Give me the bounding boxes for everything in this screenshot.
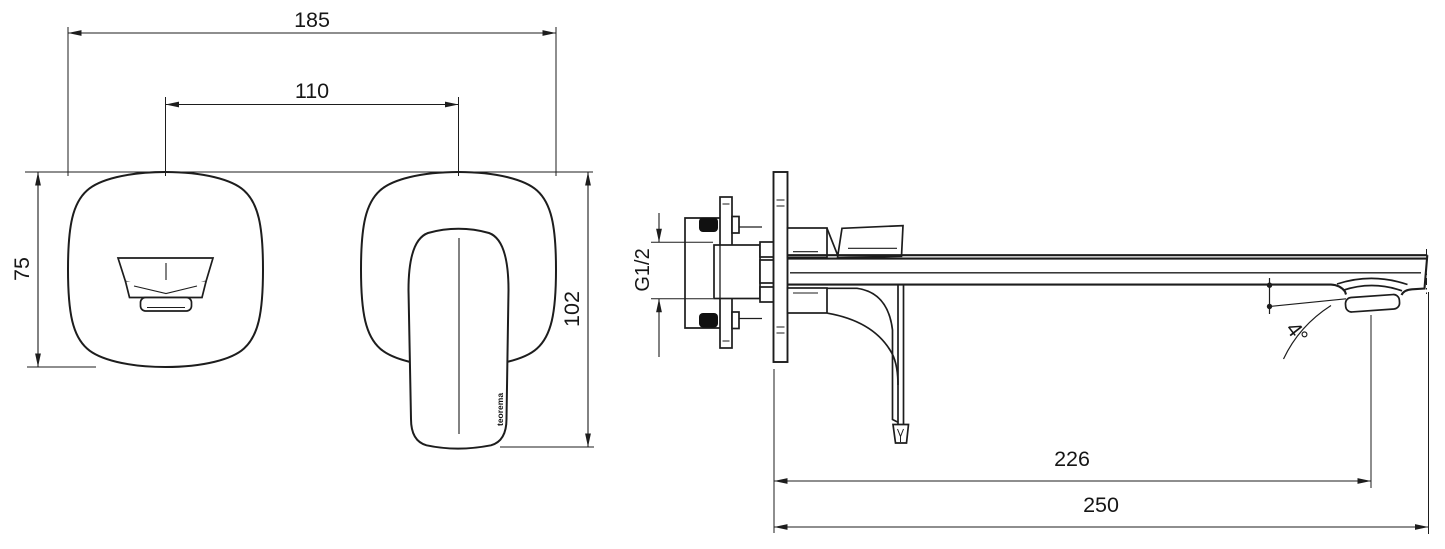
dim-inlet-thread: G1/2 [632,213,713,357]
dim-label-102: 102 [560,291,584,327]
dim-label-250: 250 [1083,493,1119,517]
side-view [684,171,1429,444]
handle-plate-front: teorema [359,170,558,450]
spout-side [787,249,1429,313]
spout-plate-front [66,170,265,369]
dim-label-75: 75 [10,257,34,281]
bracket-tab-bottom [731,311,740,330]
dimensions: 185 110 75 102 G1/2 [10,8,1429,534]
cartridge-block [713,244,761,300]
dim-spout-reach: 226 [773,315,1372,533]
dim-overall-depth: 250 [774,292,1429,534]
dim-label-4deg: 4° [1281,317,1313,348]
dim-label-g12: G1/2 [632,248,654,291]
inwall-body [684,196,775,349]
screw-top [699,217,718,232]
aerator [1336,277,1408,313]
dim-spout-angle: 4° [1266,278,1347,360]
dim-overall-width: 185 [67,8,557,176]
brand-text: teorema [495,393,505,426]
front-view: teorema [25,170,593,450]
dim-centers-distance: 110 [165,79,459,176]
dim-plate-height: 75 [10,172,96,368]
lever-blade-side [786,284,910,444]
lever-grip-side [786,224,904,259]
lever-handle-front [407,227,510,450]
screw-bottom [699,313,718,328]
wall-plate-side [772,171,789,363]
dim-handle-height: 102 [500,172,594,448]
dim-label-110: 110 [295,79,329,103]
dim-label-185: 185 [294,8,330,32]
bracket-tab-top [731,215,740,234]
dim-label-226: 226 [1054,447,1090,471]
spout-nozzle-front [116,257,215,312]
